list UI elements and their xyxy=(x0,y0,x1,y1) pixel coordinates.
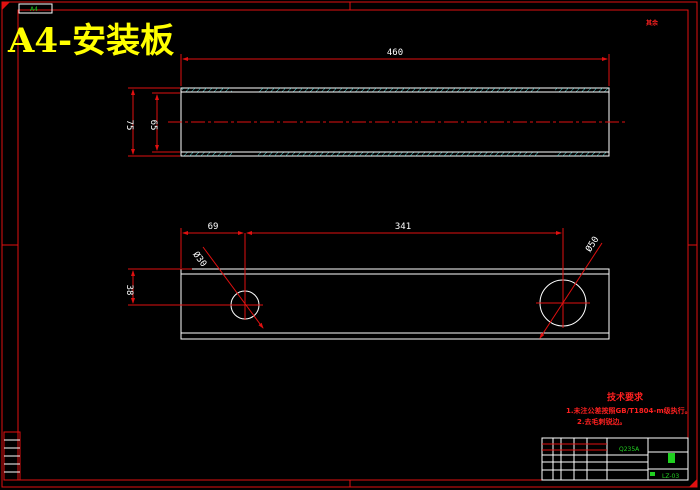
dim-length: 460 xyxy=(387,48,403,58)
top-view xyxy=(128,54,625,157)
dim-outer-height: 75 xyxy=(124,120,134,131)
dim-inner-height: 65 xyxy=(148,120,158,131)
tech-req-heading: 技术要求 xyxy=(607,391,644,403)
roughness-note: 其余 xyxy=(646,19,659,27)
dim-offset-left: 69 xyxy=(208,222,219,232)
tech-req-item: 1.未注公差按照GB/T1804-m级执行。 xyxy=(566,406,692,415)
side-strip xyxy=(3,431,21,481)
dim-large-hole: Ø50 xyxy=(583,234,601,254)
sheet-tag: A4 xyxy=(30,6,38,13)
tech-req-item: 2.去毛刺锐边。 xyxy=(577,417,627,426)
corner-mark xyxy=(2,2,10,10)
material: Q235A xyxy=(619,446,640,453)
drawing-number: LZ-03 xyxy=(662,473,679,480)
dim-hole-spacing: 341 xyxy=(395,222,411,232)
dim-hole-height: 38 xyxy=(124,285,134,296)
dim-small-hole: Ø30 xyxy=(190,249,209,269)
drawing-title: A4-安装板 xyxy=(7,21,174,61)
corner-mark xyxy=(689,479,697,487)
title-block xyxy=(541,437,689,481)
front-view xyxy=(128,228,610,340)
sheet-tag-box xyxy=(18,3,53,14)
